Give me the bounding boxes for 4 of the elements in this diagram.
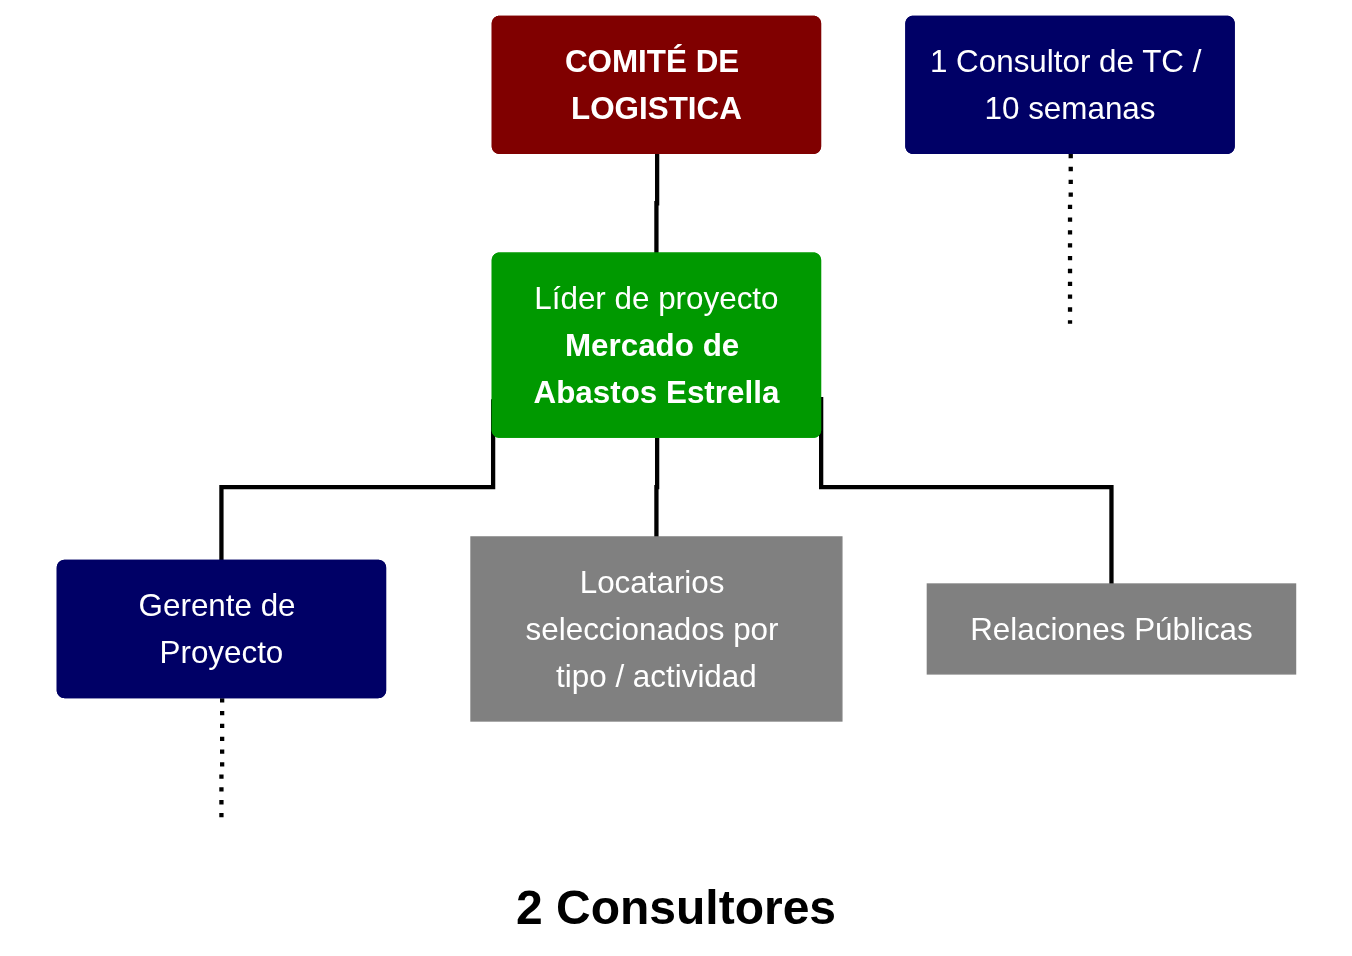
- node-box: Locatarios seleccionados por tipo / actividad: [469, 536, 843, 722]
- connector: [1067, 154, 1073, 326]
- footer-note: 2 Consultores: [515, 880, 837, 935]
- node-box: Relaciones Públicas: [926, 583, 1296, 675]
